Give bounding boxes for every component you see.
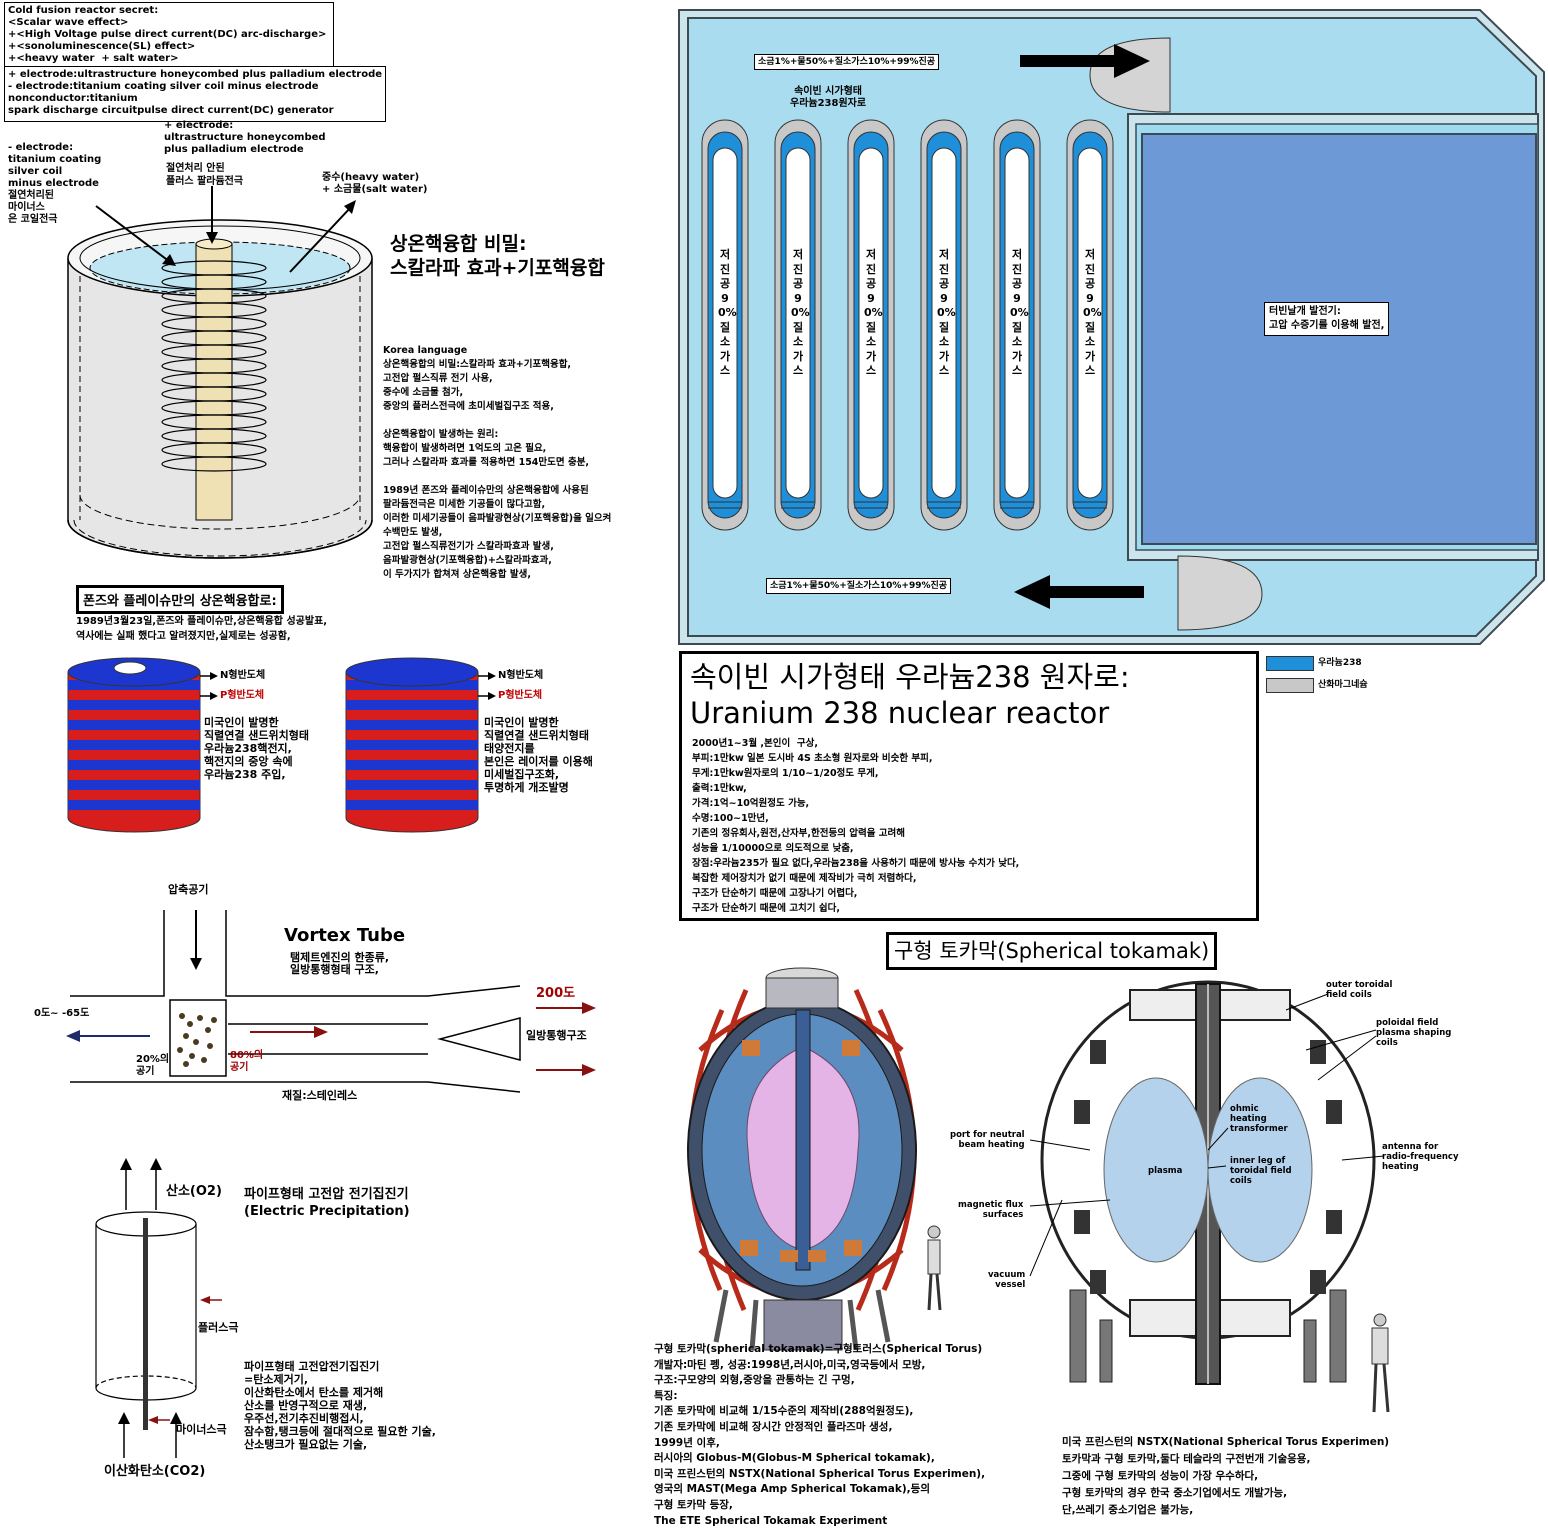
reactor-top-flow-label: 소금1%+물50%+질소가스10%+99%진공 bbox=[754, 54, 940, 70]
reactor-title-en: Uranium 238 nuclear reactor bbox=[690, 696, 1110, 730]
co2-label: 이산화탄소(CO2) bbox=[104, 1464, 206, 1479]
fuel-rods bbox=[701, 119, 1114, 531]
label-antenna: antenna for radio-frequency heating bbox=[1382, 1142, 1459, 1172]
label-inner-leg: inner leg of toroidal field coils bbox=[1230, 1156, 1292, 1186]
reactor-bottom-flow-label: 소금1%+물50%+질소가스10%+99%진공 bbox=[766, 578, 952, 594]
p-type-label-2: P형반도체 bbox=[498, 690, 543, 701]
reactor-info-box: 속이빈 시가형태 우라늄238 원자로: Uranium 238 nuclear… bbox=[679, 651, 1259, 921]
heavy-water-label: 중수(heavy water) + 소금물(salt water) bbox=[322, 172, 428, 195]
cold-fusion-description: Korea language 상온핵융합의 비밀:스칼라파 효과+기포핵융합, … bbox=[383, 345, 612, 580]
minus-electrode-label: - electrode: titanium coating silver coi… bbox=[8, 142, 102, 225]
fuel-rod-4 bbox=[920, 119, 968, 531]
tokamak-title: 구형 토카막(Spherical tokamak) bbox=[886, 932, 1218, 970]
oxygen-label: 산소(O2) bbox=[166, 1184, 222, 1199]
fuel-rod-6 bbox=[1066, 119, 1114, 531]
battery-stack-2 bbox=[345, 657, 479, 833]
vortex-subtitle: 탬제트엔진의 한종류, 일방통행형태 구조, bbox=[290, 951, 390, 976]
pons-text: 1989년3월23일,폰즈와 플레이슈만,상온핵융합 성공발표, 역사에는 실패… bbox=[76, 616, 328, 642]
p-type-label-1: P형반도체 bbox=[220, 690, 265, 701]
battery-2-text: 미국인이 발명한 직렬연결 샌드위치형태 태양전지를 본인은 레이저를 이용해 … bbox=[484, 716, 593, 794]
label-plasma: plasma bbox=[1148, 1166, 1183, 1176]
legend-swatch-magnesium-oxide bbox=[1266, 678, 1314, 693]
turbine-label: 터빈날개 발전기: 고압 수증기를 이용해 발전, bbox=[1264, 302, 1390, 336]
air-20-label: 20%의 공기 bbox=[136, 1054, 170, 1077]
plus-electrode-kr-label: 절연처리 안된 플러스 팔라듐전극 bbox=[166, 163, 244, 187]
coil-rings bbox=[161, 260, 267, 472]
cold-output-label: 0도~ -65도 bbox=[34, 1008, 90, 1019]
plus-electrode-label: + electrode: ultrastructure honeycombed … bbox=[164, 120, 326, 155]
label-flux-surfaces: magnetic flux surfaces bbox=[958, 1200, 1024, 1220]
hot-output-label: 200도 bbox=[536, 986, 576, 1001]
n-type-label-1: N형반도체 bbox=[220, 670, 266, 681]
material-label: 재질:스테인레스 bbox=[282, 1089, 358, 1102]
label-vacuum-vessel: vacuum vessel bbox=[988, 1270, 1026, 1290]
reactor-core-label: 속이빈 시가형태 우라늄238원자로 bbox=[790, 86, 867, 109]
tokamak-right-text: 미국 프린스턴의 NSTX(National Spherical Torus E… bbox=[1062, 1436, 1390, 1516]
rod-label-2: 저진공90%질소가스 bbox=[791, 248, 810, 377]
one-way-label: 일방통행구조 bbox=[526, 1029, 587, 1042]
precipitator-title: 파이프형태 고전압 전기집진기 (Electric Precipitation) bbox=[244, 1187, 410, 1219]
fuel-rod-1 bbox=[701, 119, 749, 531]
plus-pole-label: 플러스극 bbox=[198, 1321, 239, 1334]
compressed-air-label: 압축공기 bbox=[168, 883, 209, 896]
pons-title: 폰즈와 플레이슈만의 상온핵융합로: bbox=[76, 585, 284, 614]
reactor-title-kr: 속이빈 시가형태 우라늄238 원자로: bbox=[690, 660, 1130, 694]
air-80-label: 80%의 공기 bbox=[230, 1050, 264, 1073]
legend-label-magnesium-oxide: 산화마그네슘 bbox=[1318, 680, 1368, 690]
reactor-details: 2000년1~3월 ,본인이 구상, 부피:1만kw 일본 도시바 4S 초소형… bbox=[692, 738, 1020, 914]
legend-label-uranium: 우라늄238 bbox=[1318, 658, 1362, 668]
label-ohmic: ohmic heating transformer bbox=[1230, 1104, 1288, 1134]
fuel-rod-5 bbox=[993, 119, 1041, 531]
label-poloidal-coils: poloidal field plasma shaping coils bbox=[1376, 1018, 1452, 1048]
secret-box: Cold fusion reactor secret: <Scalar wave… bbox=[4, 2, 334, 70]
vortex-title: Vortex Tube bbox=[284, 925, 406, 946]
battery-stack-1 bbox=[67, 657, 201, 833]
precipitator-text: 파이프형태 고전압전기집진기 =탄소제거기, 이산화탄소에서 탄소를 제거해 산… bbox=[244, 1360, 436, 1451]
fuel-rod-3 bbox=[847, 119, 895, 531]
legend-swatch-uranium bbox=[1266, 656, 1314, 671]
label-port: port for neutral beam heating bbox=[950, 1130, 1025, 1150]
electrode-box: + electrode:ultrastructure honeycombed p… bbox=[4, 66, 386, 122]
cold-fusion-title: 상온핵융합 비밀: 스칼라파 효과+기포핵융합 bbox=[390, 233, 605, 279]
n-type-label-2: N형반도체 bbox=[498, 670, 544, 681]
label-outer-coils: outer toroidal field coils bbox=[1326, 980, 1393, 1000]
tokamak-left-text: 구형 토카막(spherical tokamak)=구형토러스(Spherica… bbox=[654, 1343, 986, 1527]
minus-pole-label: 마이너스극 bbox=[176, 1423, 227, 1436]
vortex-particles bbox=[177, 1013, 217, 1067]
battery-1-text: 미국인이 발명한 직렬연결 샌드위치형태 우라늄238핵전지, 핵전지의 중앙 … bbox=[204, 716, 310, 781]
fuel-rod-2 bbox=[774, 119, 822, 531]
